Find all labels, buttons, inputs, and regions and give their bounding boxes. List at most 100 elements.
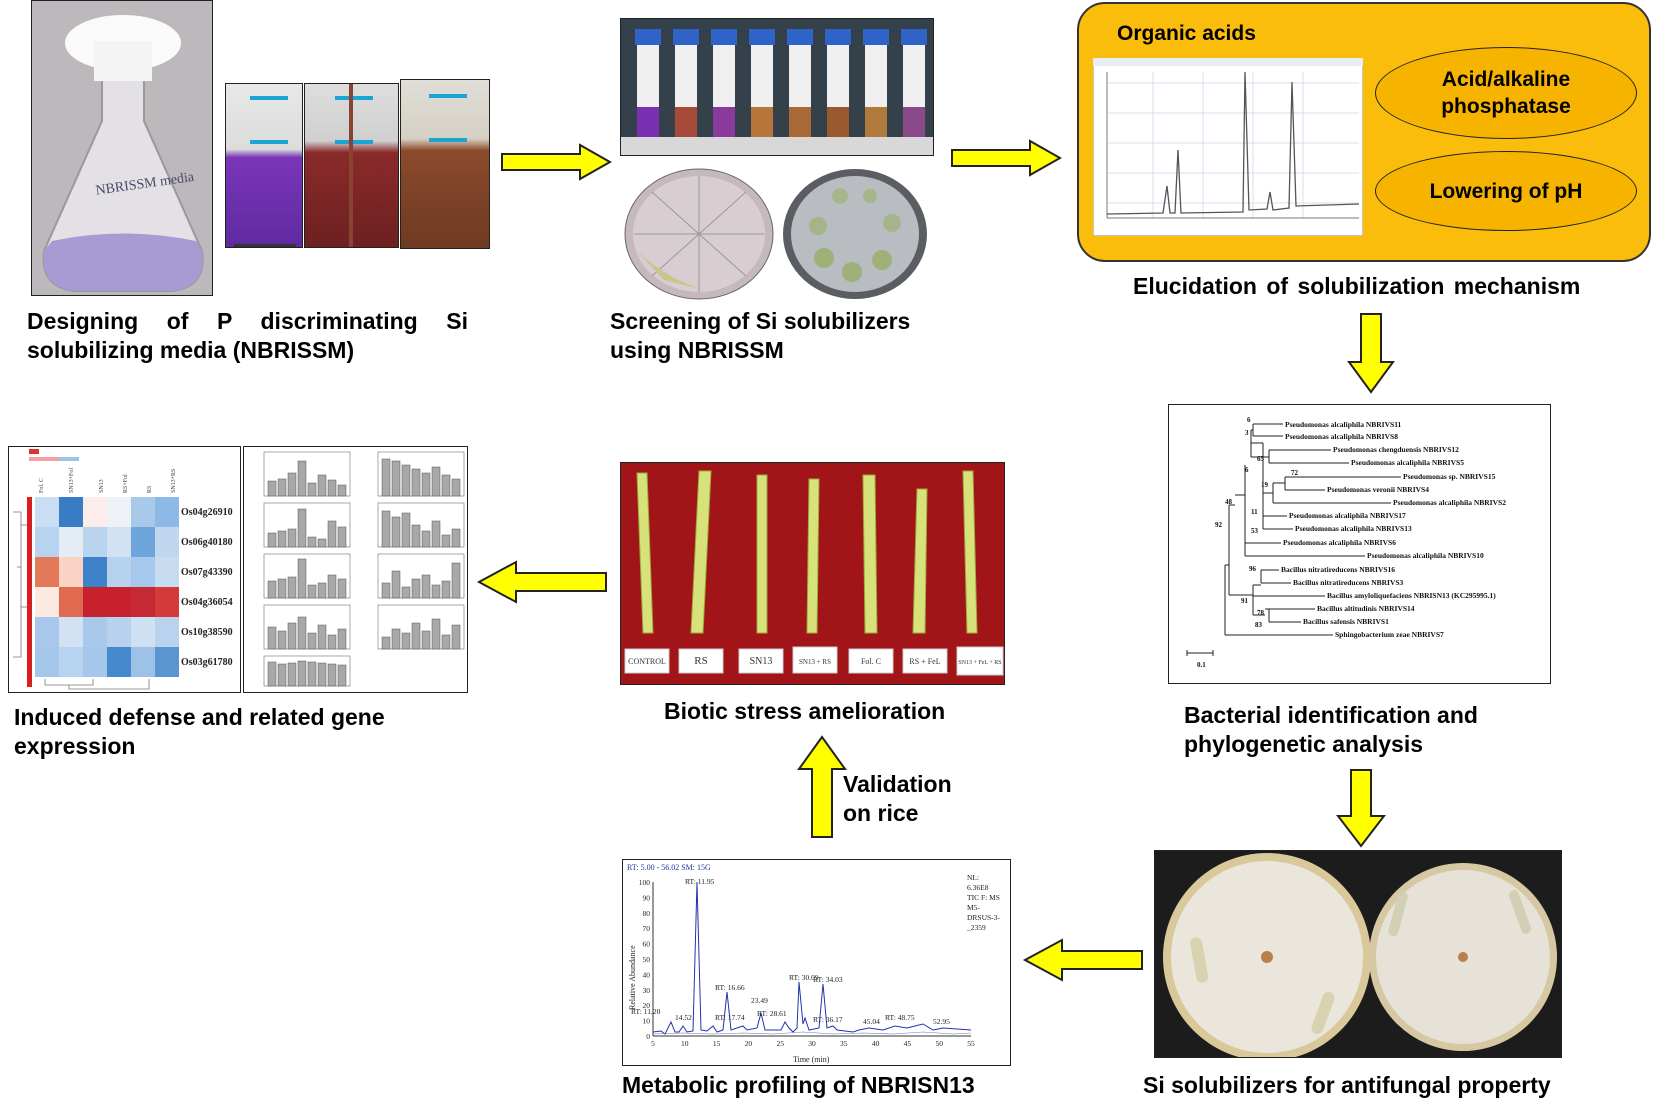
organic-acids-chromatogram [1093,58,1363,236]
biotic-stress-photo: CONTROL RS SN13 SN13 + RS Fol. C RS + Fe… [620,462,1005,685]
taxon-5: Pseudomonas sp. NBRIVS15 [1403,472,1496,481]
x-tick-label: 10 [681,1039,689,1048]
media-design-caption: Designing of P discriminating Si solubil… [27,308,468,363]
y-tick-label: 60 [643,940,651,949]
peak-label-11: 45.04 [863,1017,880,1026]
phylogeny-caption-line2: phylogenetic analysis [1184,731,1424,757]
nl-line-4: M5- [967,903,980,912]
taxon-9: Pseudomonas alcaliphila NBRIVS13 [1295,524,1412,533]
taxon-6: Pseudomonas veronii NBRIVS4 [1327,485,1429,494]
bootstrap-11: 96 [1249,565,1257,573]
taxon-4: Pseudomonas alcaliphila NBRIVS5 [1351,458,1464,467]
bootstrap-12: 91 [1241,597,1249,605]
peak-label-8: RT: 30.09 [789,973,819,982]
taxon-8: Pseudomonas alcaliphila NBRIVS17 [1289,511,1406,520]
flask-photo: NBRISSM media [31,0,213,296]
tag-fol-c: Fol. C [861,657,881,666]
peak-label-3: 14.52 [675,1013,692,1022]
peak-label-6: 23.49 [751,996,768,1005]
gene-expression-caption-line1: Induced defense and related gene [14,704,385,730]
peak-label-7: RT: 28.61 [757,1009,787,1018]
x-tick-label: 15 [713,1039,721,1048]
bootstrap-5: 6 [1245,466,1249,474]
phylogenetic-tree: Pseudomonas alcaliphila NBRIVS11 Pseudom… [1186,416,1506,669]
x-tick-label: 25 [776,1039,784,1048]
screening-caption-line2: using NBRISSM [610,337,784,363]
bootstrap-3: 65 [1257,455,1265,463]
nl-line-6: _2359 [966,923,986,932]
bootstrap-4: 72 [1291,469,1299,477]
y-tick-label: 20 [643,1001,651,1010]
antifungal-photo [1154,850,1562,1058]
svg-text:SN13+Fol: SN13+Fol [69,468,75,493]
biotic-caption: Biotic stress amelioration [664,698,946,724]
taxon-1: Pseudomonas alcaliphila NBRIVS11 [1285,420,1402,429]
phosphatase-ellipse: Acid/alkaline phosphatase [1375,47,1637,139]
mechanism-caption: Elucidation of solubilization mechanism [1133,273,1581,299]
tube-brown-photo [400,79,490,249]
y-tick-label: 30 [643,986,651,995]
plate-right-photo [783,169,927,299]
taxon-15: Bacillus altitudinis NBRIVS14 [1317,604,1415,613]
gene-expression-caption-line2: expression [14,733,136,759]
taxon-13: Bacillus nitratireducens NBRIVS3 [1293,578,1404,587]
gene-label-1: Os04g26910 [181,507,233,518]
y-tick-label: 70 [643,924,651,933]
gene-label-4: Os04g36054 [181,597,233,608]
gene-label-3: Os07g43390 [181,567,233,578]
bootstrap-6: 19 [1261,481,1269,489]
gene-label-5: Os10g38590 [181,627,233,638]
y-tick-label: 80 [643,909,651,918]
metabolic-chromatogram: RT: 5.00 - 56.02 SM: 15G NL: 6.36E8 TIC … [627,863,1000,1064]
x-tick-label: 20 [745,1039,753,1048]
arrow-down-1 [1347,313,1395,394]
peak-label-1: RT: 11.95 [685,877,715,886]
tube-red-photo [304,83,399,248]
peak-label-4: RT: 16.66 [715,983,745,992]
bootstrap-7: 11 [1251,508,1258,516]
bootstrap-9: 48 [1225,498,1233,506]
validation-label-line2: on rice [843,800,919,826]
nl-line-5: DRSUS-3- [967,913,1000,922]
x-tick-label: 40 [872,1039,880,1048]
taxon-2: Pseudomonas alcaliphila NBRIVS8 [1285,432,1398,441]
arrow-down-2 [1336,769,1386,848]
tag-sn13-rs: SN13 + RS [799,658,831,666]
screening-caption-line1: Screening of Si solubilizers [610,308,911,334]
validation-label-line1: Validation [843,771,952,797]
svg-text:SN13+RS: SN13+RS [171,469,177,493]
bootstrap-14: 83 [1255,621,1263,629]
x-tick-label: 45 [904,1039,912,1048]
y-tick-label: 50 [643,955,651,964]
tag-sn13-fel-rs: SN13 + FeL + RS [958,660,1001,666]
gene-label-6: Os03g61780 [181,657,233,668]
bootstrap-1: 6 [1247,416,1251,424]
taxon-10: Pseudomonas alcaliphila NBRIVS6 [1283,538,1396,547]
x-tick-label: 30 [808,1039,816,1048]
heatmap: Fol. C SN13+Fol SN13 RS+Fol RS SN13+RS O… [13,449,233,690]
arrow-right-2 [951,139,1062,177]
lowering-ph-ellipse: Lowering of pH [1375,151,1637,231]
taxon-14: Bacillus amyloliquefaciens NBRISN13 (KC2… [1327,591,1496,600]
bar-chart-grid [263,451,465,687]
arrow-left-1 [476,560,607,604]
peak-label-5: RT: 17.74 [715,1013,745,1022]
phylogeny-caption-line1: Bacterial identification and [1184,702,1478,728]
peak-label-13: 52.95 [933,1017,950,1026]
nl-line-2: 6.36E8 [967,883,989,892]
taxon-12: Bacillus nitratireducens NBRIVS16 [1281,565,1395,574]
y-axis-label: Relative Abundance [628,945,637,1010]
x-axis-label: Time (min) [793,1055,830,1064]
taxon-3: Pseudomonas chengduensis NBRIVS12 [1333,445,1459,454]
tag-rs-fel: RS + FeL [909,657,940,666]
tube-purple-photo [225,83,303,248]
bootstrap-10: 92 [1215,521,1223,529]
peak-label-12: RT: 48.75 [885,1013,915,1022]
arrow-left-2 [1022,938,1143,982]
tube-rack-photo [620,18,934,156]
taxon-7: Pseudomonas alcaliphila NBRIVS2 [1393,498,1506,507]
taxon-16: Bacillus safensis NBRIVS1 [1303,617,1389,626]
y-tick-label: 0 [646,1032,650,1041]
y-tick-label: 100 [639,878,651,887]
y-tick-label: 90 [643,893,651,902]
